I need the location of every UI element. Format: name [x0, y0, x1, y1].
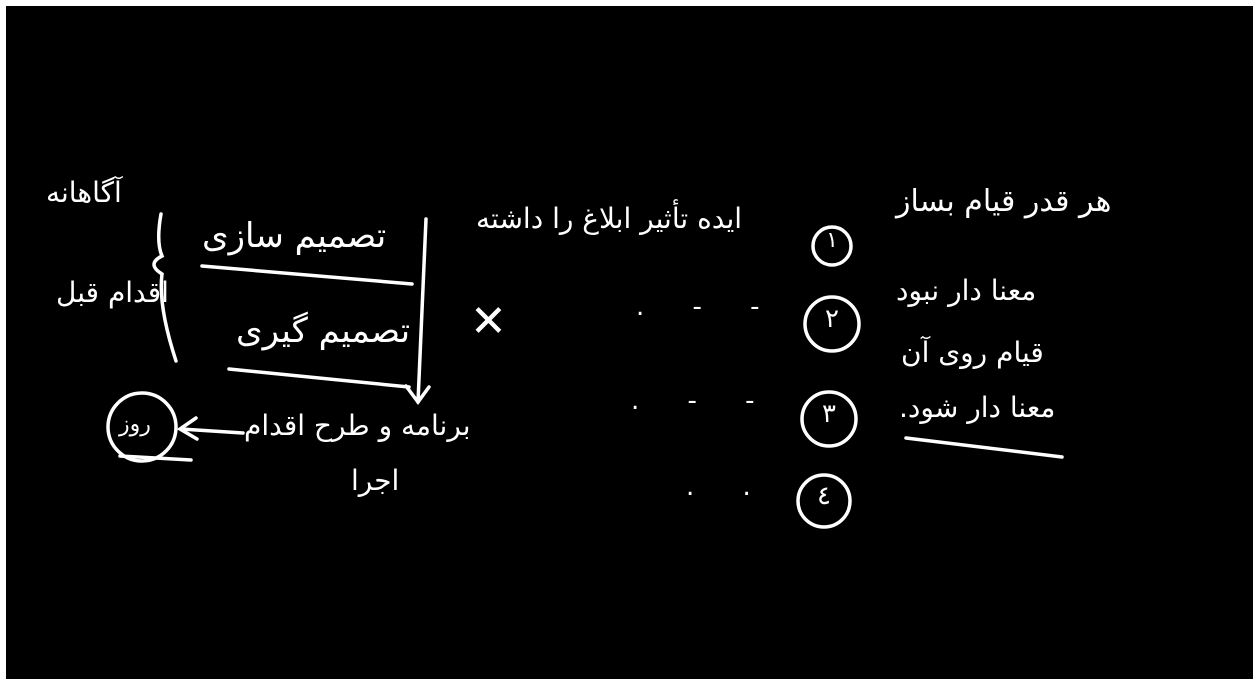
vertical-arrow-shaft — [416, 217, 428, 404]
list-number-2: ٢ — [825, 304, 839, 334]
blackboard: هر قدر قیام بساز معنا دار نبود قیام روی … — [6, 6, 1253, 679]
right-line-2: معنا دار نبود — [896, 274, 1037, 307]
list-number-3: ٣ — [822, 399, 836, 429]
side-label-bottom: اقدام قبل — [56, 276, 169, 309]
horizontal-arrow-shaft — [179, 427, 245, 435]
list-number-4: ٤ — [817, 481, 831, 511]
decision-label: تصمیم گیری — [236, 311, 411, 351]
number-circle-3 — [800, 390, 858, 448]
decision-making-underline — [200, 264, 414, 286]
cross-mark: ✕ — [470, 296, 507, 347]
list-item-3-text: - - . — [631, 386, 775, 416]
decision-underline — [227, 367, 411, 389]
list-item-2-text: - - . — [636, 292, 780, 322]
list-item-1-text: ایده تأثیر ابلاغ را داشته — [476, 202, 743, 235]
circle-ring — [106, 391, 178, 463]
circle-underline — [118, 454, 193, 462]
side-label-top: آگاهانه — [46, 176, 122, 209]
plan-label: برنامه و طرح اقدام — [244, 409, 471, 442]
number-circle-2 — [803, 295, 861, 353]
list-item-4-text: . . — [686, 472, 771, 502]
chalk-strokes — [106, 212, 1064, 529]
right-line-3: قیام روی آن — [901, 336, 1044, 369]
vertical-arrow-head — [404, 384, 431, 405]
right-line-4: معنا دار شود. — [899, 391, 1056, 424]
circled-word: روز — [119, 412, 151, 437]
right-column-underline — [904, 436, 1064, 459]
horizontal-arrow-head — [176, 416, 199, 441]
number-circle-4 — [796, 473, 852, 529]
number-circle-1 — [811, 225, 853, 267]
execution-label: اجرا — [351, 464, 400, 497]
left-brace — [152, 212, 178, 363]
right-line-1: هر قدر قیام بساز — [896, 184, 1112, 219]
decision-making-label: تصمیم سازی — [202, 216, 387, 256]
list-number-1: ١ — [826, 228, 838, 253]
